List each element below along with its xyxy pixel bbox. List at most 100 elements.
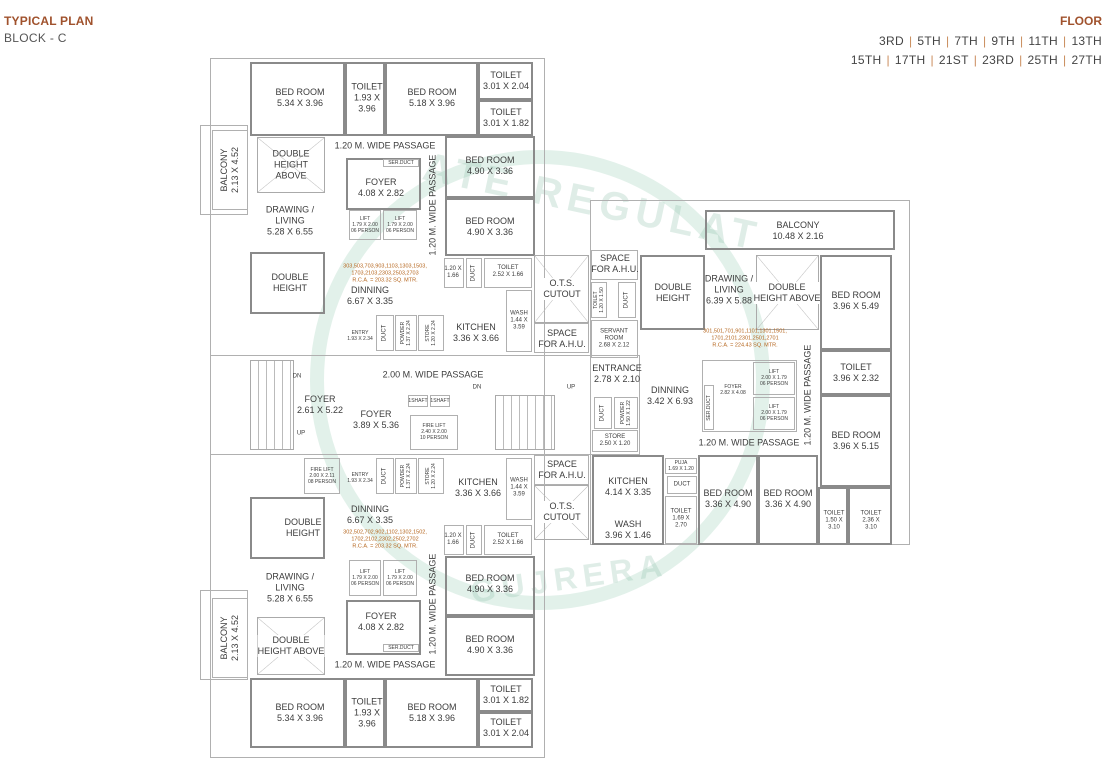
double-height-void-top [257,137,325,193]
rca-annotation-top: 303,503,703,903,1103,1303,1503,1703,2103… [343,263,427,284]
lift-2-bottom [383,560,417,596]
room-bed1-bottom [250,678,345,748]
floor-item: 9TH [991,34,1015,48]
room-bed4-bottom [445,616,535,676]
staircase-left[interactable] [250,360,294,450]
duct-bottom [376,458,394,494]
room-balcony-top [212,130,248,210]
room-label: DUCT [381,467,388,485]
room-wash-bottom [506,458,532,520]
room-label: DUCT [673,481,691,488]
shaft-2 [430,395,450,407]
room-toilet4-bottom [484,525,532,555]
room-toilet3-bottom [478,678,533,712]
passage-label: 1.20 M. WIDE PASSAGE [698,437,800,448]
passage-label: 1.20 M. WIDE PASSAGE [334,659,436,670]
room-label: SER.DUCT [706,395,712,421]
floor-item: 27TH [1071,53,1102,67]
ser-duct-top [383,159,419,167]
room-foyer-right [702,360,797,432]
floor-item: 17TH [894,53,926,67]
room-kitchen-right [592,455,664,545]
room-powder-right [614,397,638,429]
room-bed1-top [250,62,345,136]
plan-title: TYPICAL PLAN [4,14,94,28]
lift-1-right [753,362,795,395]
stair-down-label-2: DN [472,384,482,391]
duct-3-right [667,476,697,494]
room-toilet1-top [345,62,385,136]
room-bed4-top [445,198,535,256]
fire-lift-2 [304,458,340,494]
room-toilet2-top [478,62,533,100]
room-store-bottom [418,458,444,494]
vertical-passage-label: 1.20 M. WIDE PASSAGE [427,154,438,256]
floor-item: 21ST [938,53,969,67]
stair-up-label: UP [296,430,306,437]
lift-2-top [383,210,417,240]
room-toilet2-right [665,496,697,544]
staircase-right[interactable] [495,395,555,450]
ahu-space-2 [591,250,638,280]
floor-item: 15TH [850,53,882,67]
floor-item: 3RD [879,34,904,48]
room-bed4-right [758,455,818,545]
passage-label: 1.20 M. WIDE PASSAGE [334,140,436,151]
stair-up-label-2: UP [566,384,576,391]
duct-2-bottom [466,525,482,555]
room-store-right [592,430,638,452]
room-bed3-bottom [445,556,535,616]
room-toilet-small-right [591,282,607,318]
room-puja [665,458,697,474]
floor-list-row-1: 3RD|5TH|7TH|9TH|11TH|13TH [879,34,1102,48]
room-toilet4-right [848,487,892,545]
floor-list-row-2: 15TH|17TH|21ST|23RD|25TH|27TH [850,53,1102,67]
block-label: BLOCK - C [4,31,67,45]
ser-duct-bottom [383,644,419,652]
lift-1-top [349,210,381,240]
ser-duct-right [704,385,714,430]
room-toilet1-bottom [345,678,385,748]
room-balcony-bottom [212,598,248,678]
floor-title: FLOOR [1060,14,1102,28]
duct-2-right [594,397,612,429]
room-toilet1-right [820,350,892,395]
floor-item: 7TH [954,34,978,48]
